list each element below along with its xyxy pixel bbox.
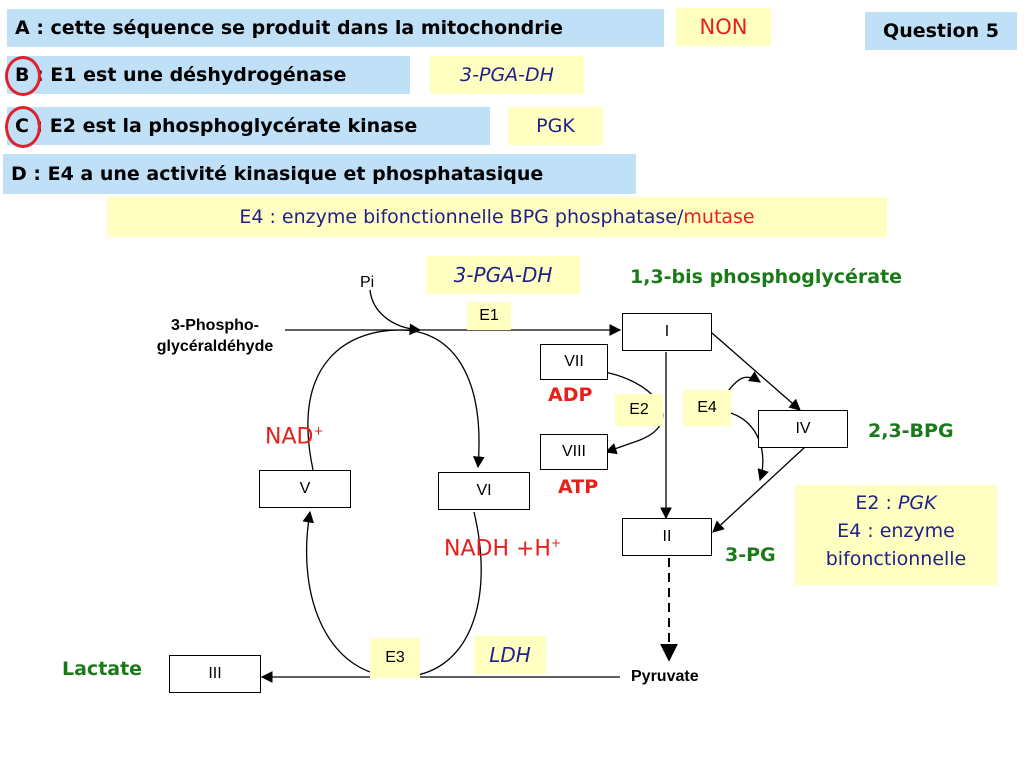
box-VIII: VIII (540, 434, 608, 470)
summary-box: E2 : PGK E4 : enzyme bifonctionnelle (795, 485, 997, 585)
box-VI: VI (438, 472, 530, 510)
adp-label: ADP (548, 384, 593, 406)
enzyme-E4: E4 (683, 390, 731, 426)
start-label-line2: glycéraldéhyde (156, 338, 274, 355)
nad-charge: + (313, 424, 324, 438)
e1-annotation: 3-PGA-DH (426, 256, 580, 294)
box-I: I (622, 313, 712, 351)
e4-note: E4 : enzyme bifonctionnelle BPG phosphat… (107, 197, 887, 237)
pg3-label: 3-PG (725, 544, 776, 566)
pi-label: Pi (360, 274, 375, 291)
e4-note-text: E4 : enzyme bifonctionnelle BPG phosphat… (239, 206, 684, 228)
box-VII: VII (540, 344, 608, 380)
statement-d: D : E4 a une activité kinasique et phosp… (3, 154, 636, 194)
nadh-label: NADH +H+ (444, 536, 561, 561)
nad-text: NAD (265, 424, 314, 450)
summary-line1: E2 : PGK (855, 492, 937, 514)
summary-pgk: PGK (897, 492, 937, 514)
circle-mark-c (5, 106, 41, 148)
summary-line2: E4 : enzyme (837, 520, 955, 542)
box-III: III (169, 655, 261, 693)
bpg23-label: 2,3-BPG (868, 420, 954, 442)
enzyme-E3: E3 (370, 638, 420, 678)
e4-note-mutase: mutase (683, 206, 755, 228)
nadh-charge: + (550, 536, 562, 550)
arrow-IV-to-II (712, 446, 806, 533)
ldh-annotation: LDH (474, 636, 546, 674)
arrow-VII-to-VIII (589, 369, 664, 455)
statement-a: A : cette séquence se produit dans la mi… (7, 9, 664, 47)
circle-mark-b (5, 56, 41, 96)
start-label-line1: 3-Phospho- (171, 317, 259, 334)
start-substrate-label: 3-Phospho- glycéraldéhyde (130, 315, 300, 357)
answer-b: 3-PGA-DH (430, 56, 584, 94)
box-V: V (259, 470, 351, 508)
lactate-label: Lactate (62, 658, 143, 680)
pyruvate-label: Pyruvate (631, 668, 699, 685)
arrow-V-to-VI (307, 329, 485, 471)
nad-label: NAD+ (265, 424, 324, 449)
bpg13-label: 1,3-bis phosphoglycérate (630, 266, 903, 288)
nadh-text: NADH +H (444, 536, 551, 562)
atp-label: ATP (558, 476, 599, 498)
arrow-pi (369, 289, 422, 336)
enzyme-E2: E2 (615, 394, 663, 426)
enzyme-E1: E1 (467, 302, 511, 330)
statement-c: C : E2 est la phosphoglycérate kinase (7, 107, 490, 145)
question-title: Question 5 (865, 12, 1017, 50)
box-II: II (622, 518, 712, 556)
answer-c: PGK (508, 107, 603, 145)
box-IV: IV (758, 410, 848, 448)
statement-b: B : E1 est une déshydrogénase (7, 56, 410, 94)
summary-line3: bifonctionnelle (825, 548, 967, 570)
answer-a: NON (676, 8, 771, 46)
